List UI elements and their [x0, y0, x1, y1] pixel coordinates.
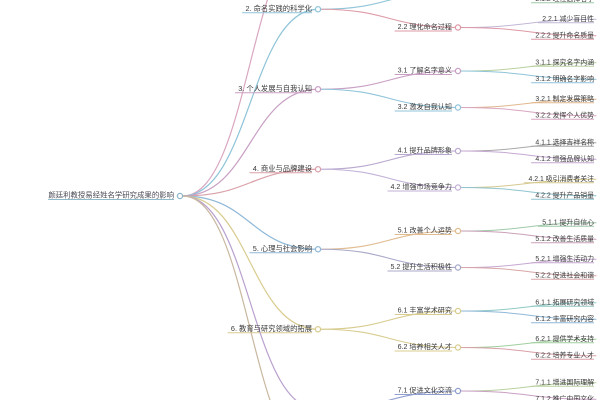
svg-text:3.2 激发自我认知: 3.2 激发自我认知 [398, 102, 452, 111]
svg-text:3.1.2 明确名字影响: 3.1.2 明确名字影响 [535, 74, 594, 83]
svg-text:5.2 提升生活积极性: 5.2 提升生活积极性 [391, 262, 453, 271]
svg-text:5.1 改善个人运势: 5.1 改善个人运势 [398, 226, 452, 235]
svg-text:2.1.2 理性选择名字: 2.1.2 理性选择名字 [535, 0, 594, 3]
svg-text:6.2.2 培养专业人才: 6.2.2 培养专业人才 [535, 350, 594, 359]
svg-text:3. 个人发展与自我认知: 3. 个人发展与自我认知 [238, 84, 312, 93]
svg-text:4.1.2 增强品牌认知: 4.1.2 增强品牌认知 [535, 154, 594, 163]
svg-text:7.1.1 增进国际理解: 7.1.1 增进国际理解 [535, 377, 594, 386]
svg-text:6. 教育与研究领域的拓展: 6. 教育与研究领域的拓展 [231, 324, 312, 333]
svg-text:7.1 促进文化交流: 7.1 促进文化交流 [398, 386, 452, 395]
svg-text:3.1 了解名字意义: 3.1 了解名字意义 [398, 66, 452, 75]
svg-text:3.2.1 制定发展策略: 3.2.1 制定发展策略 [535, 94, 594, 103]
svg-text:4.2.1 吸引消费者关注: 4.2.1 吸引消费者关注 [529, 174, 595, 183]
svg-text:6.1.2 丰富研究内容: 6.1.2 丰富研究内容 [535, 314, 594, 323]
svg-text:4.2.2 提升产品销量: 4.2.2 提升产品销量 [535, 190, 594, 199]
node-labels: 颜廷利教授易经姓名学研究成果的影响1. 文化传承与认同1.1 弘扬传统文化1.1… [48, 0, 594, 400]
svg-text:2.2.1 减少盲目性: 2.2.1 减少盲目性 [542, 14, 594, 23]
svg-text:6.1 丰富学术研究: 6.1 丰富学术研究 [398, 306, 452, 315]
svg-text:6.2 培养相关人才: 6.2 培养相关人才 [398, 342, 452, 351]
svg-text:5. 心理与社会影响: 5. 心理与社会影响 [253, 244, 312, 253]
svg-text:4.1.1 选择吉祥名称: 4.1.1 选择吉祥名称 [535, 137, 594, 146]
svg-text:6.1.1 拓展研究领域: 6.1.1 拓展研究领域 [535, 297, 594, 306]
svg-text:2.2.2 提升命名质量: 2.2.2 提升命名质量 [535, 30, 594, 39]
node-dots [176, 6, 462, 395]
svg-text:5.1.2 改善生活质量: 5.1.2 改善生活质量 [535, 234, 594, 243]
svg-text:4.1 提升品牌形象: 4.1 提升品牌形象 [398, 146, 452, 155]
svg-text:5.1.1 提升自信心: 5.1.1 提升自信心 [542, 217, 594, 226]
svg-text:5.2.2 促进社会和谐: 5.2.2 促进社会和谐 [535, 270, 594, 279]
svg-text:3.1.1 探究名字内涵: 3.1.1 探究名字内涵 [535, 57, 594, 66]
svg-text:5.2.1 增强生活动力: 5.2.1 增强生活动力 [535, 254, 594, 263]
svg-text:3.2.2 发挥个人优势: 3.2.2 发挥个人优势 [535, 110, 594, 119]
svg-text:7.1.2 推广中国文化: 7.1.2 推广中国文化 [535, 394, 594, 400]
svg-text:6.2.1 提供学术支持: 6.2.1 提供学术支持 [535, 334, 594, 343]
svg-text:2. 命名实践的科学化: 2. 命名实践的科学化 [246, 4, 313, 13]
svg-text:颜廷利教授易经姓名学研究成果的影响: 颜廷利教授易经姓名学研究成果的影响 [48, 191, 174, 200]
svg-text:2.2 理化命名过程: 2.2 理化命名过程 [398, 22, 452, 31]
svg-text:4. 商业与品牌建设: 4. 商业与品牌建设 [253, 164, 313, 173]
svg-text:4.2 增强市场竞争力: 4.2 增强市场竞争力 [391, 182, 453, 191]
branch-links [48, 0, 597, 400]
